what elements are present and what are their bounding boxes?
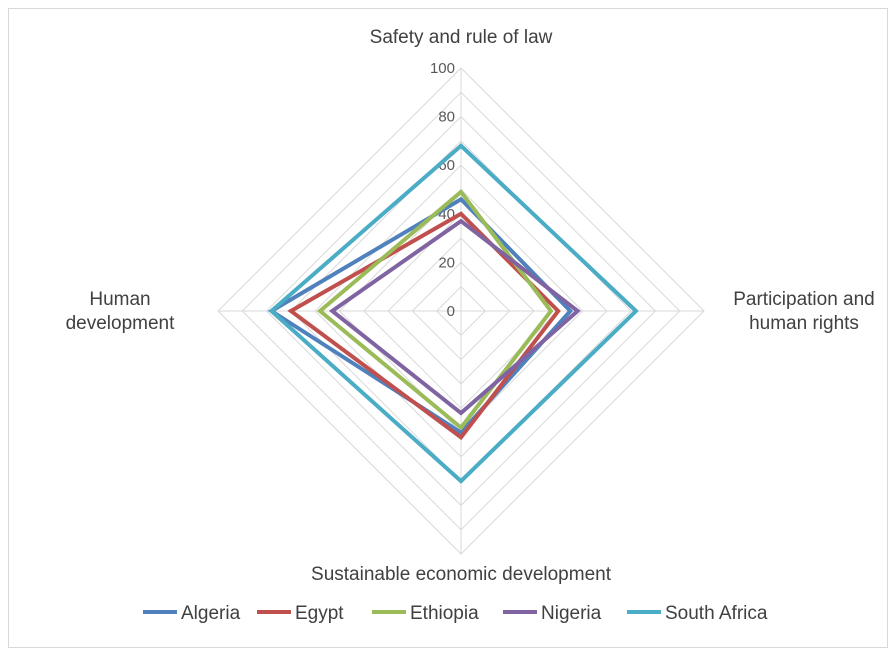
series-line-nigeria bbox=[328, 218, 581, 416]
series-line-ethiopia bbox=[316, 189, 554, 431]
series-line-south-africa bbox=[268, 143, 639, 484]
legend-label: Algeria bbox=[181, 603, 241, 624]
legend-label: Nigeria bbox=[541, 603, 602, 624]
tick-label: 80 bbox=[438, 109, 455, 126]
series-lines bbox=[267, 143, 639, 484]
legend-label: South Africa bbox=[665, 603, 768, 624]
tick-label: 0 bbox=[447, 303, 455, 320]
series-line-algeria bbox=[267, 196, 574, 436]
legend: Algeria Egypt Ethiopia Nigeria South Africa bbox=[143, 603, 768, 624]
legend-label: Egypt bbox=[295, 603, 344, 624]
axis-label: Sustainable economic development bbox=[311, 564, 612, 585]
axis-label: Safety and rule of law bbox=[370, 27, 553, 48]
tick-label: 20 bbox=[438, 254, 455, 271]
tick-label: 100 bbox=[430, 60, 455, 77]
legend-label: Ethiopia bbox=[410, 603, 479, 624]
